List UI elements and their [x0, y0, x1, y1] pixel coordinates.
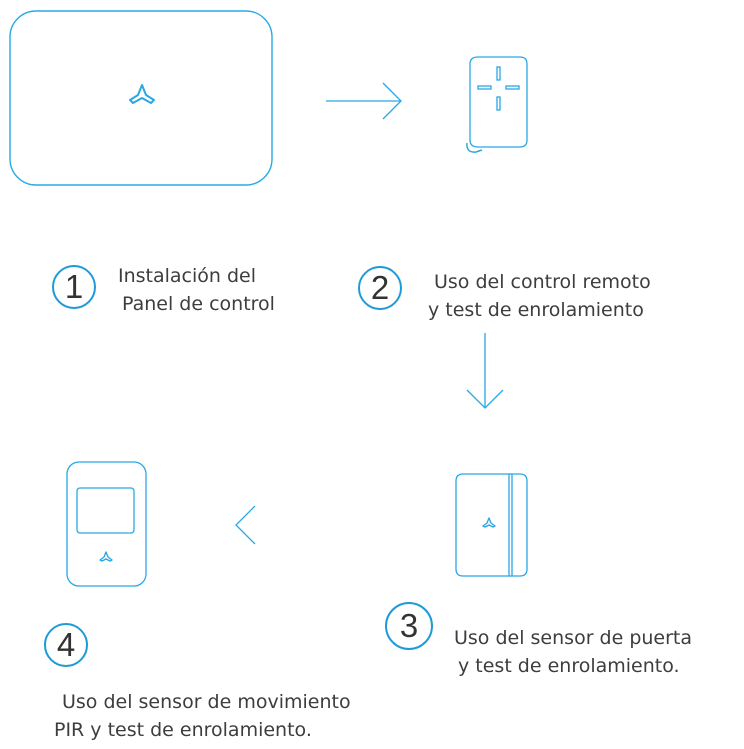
- step-1-label: Instalación del Panel de control: [118, 262, 275, 318]
- step-4-number: 4: [56, 626, 76, 663]
- step-3-number-circle: 3: [385, 602, 433, 650]
- step-3-label: Uso del sensor de puerta y test de enrol…: [454, 624, 692, 680]
- step-4-label-line1: Uso del sensor de movimiento: [62, 691, 351, 713]
- step-2-number: 2: [370, 269, 390, 306]
- step-4-number-circle: 4: [44, 623, 88, 667]
- step-1-label-line2: Panel de control: [122, 293, 275, 315]
- step-2-number-circle: 2: [358, 266, 402, 310]
- pir-sensor-logo-icon: [99, 551, 113, 562]
- step-3-number: 3: [399, 607, 419, 644]
- step-4-label-line2: PIR y test de enrolamiento.: [54, 719, 312, 741]
- brand-logo-icon: [129, 84, 155, 104]
- step-3-label-line1: Uso del sensor de puerta: [454, 627, 693, 649]
- step-4-label: Uso del sensor de movimiento PIR y test …: [54, 688, 351, 744]
- step-1-number-circle: 1: [52, 265, 96, 309]
- door-sensor-logo-icon: [482, 517, 496, 528]
- step-1-label-line1: Instalación del: [118, 265, 257, 287]
- step-2-label-line1: Uso del control remoto: [434, 271, 651, 293]
- step-2-label-line2: y test de enrolamiento: [428, 299, 644, 321]
- step-3-label-line2: y test de enrolamiento.: [458, 655, 680, 677]
- step-2-label: Uso del control remoto y test de enrolam…: [428, 268, 651, 324]
- step-1-number: 1: [64, 268, 84, 305]
